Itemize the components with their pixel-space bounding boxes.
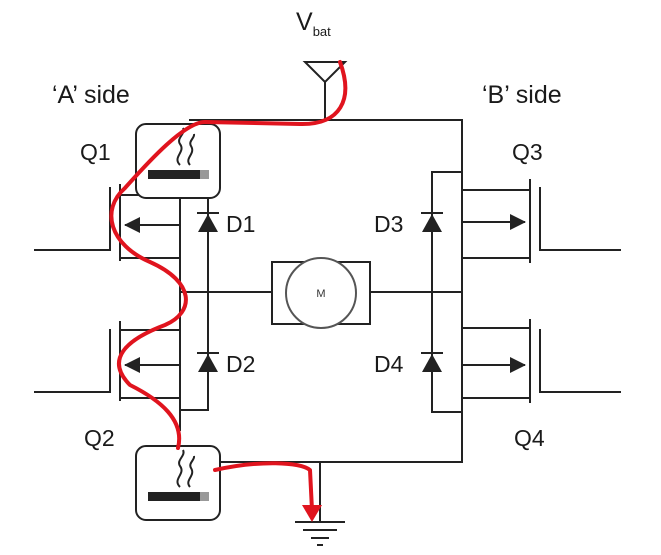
transistor-q3 [461,179,621,263]
diode-d4 [421,352,443,372]
diode-d3 [421,212,443,232]
supply-label: Vbat [296,8,331,39]
ground-icon [295,521,345,546]
q4-label: Q4 [514,425,545,451]
q2-label: Q2 [84,425,115,451]
smoking-transistor-icon [135,445,221,521]
motor: M [271,257,371,329]
smoking-transistor-icon [135,123,221,199]
q3-label: Q3 [512,139,543,165]
d3-label: D3 [374,211,403,237]
b-side-label: ‘B’ side [482,81,562,109]
supply-terminal-icon [302,61,348,121]
current-arrow-icon [302,505,322,522]
shoot-through-current-path [109,60,348,522]
d2-label: D2 [226,351,255,377]
a-side-label: ‘A’ side [52,81,130,109]
transistor-q2 [34,321,181,401]
transistor-q4 [461,319,621,403]
diode-d2 [197,352,219,372]
q1-label: Q1 [80,139,111,165]
d4-label: D4 [374,351,404,377]
diode-d1 [197,212,219,232]
motor-label: M [316,288,325,300]
top-rail [189,119,463,191]
d1-label: D1 [226,211,255,237]
